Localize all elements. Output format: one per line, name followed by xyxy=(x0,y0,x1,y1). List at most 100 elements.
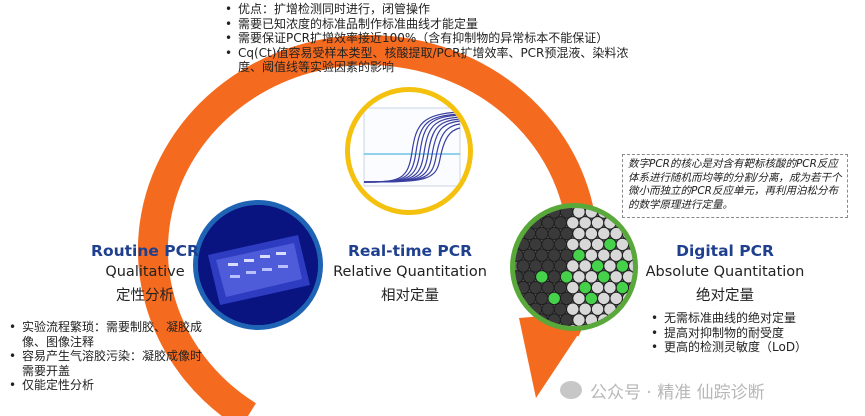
droplet xyxy=(590,216,605,230)
positive-droplet xyxy=(590,259,605,273)
droplet xyxy=(603,216,617,230)
droplet xyxy=(541,259,555,273)
droplet xyxy=(553,237,568,252)
droplet xyxy=(621,248,633,262)
droplet xyxy=(609,291,623,306)
droplet xyxy=(528,259,543,273)
droplet xyxy=(547,248,561,262)
positive-droplet xyxy=(535,270,549,284)
droplet xyxy=(559,248,574,262)
digital-note: 提高对抑制物的耐受度 xyxy=(648,326,858,341)
realtime-note: 需要已知浓度的标准品制作标准曲线才能定量 xyxy=(222,17,642,32)
droplet xyxy=(559,313,574,326)
routine-note: 容易产生气溶胶污染：凝胶成像时需要开盖 xyxy=(6,349,210,378)
droplet xyxy=(578,237,592,252)
arrow-head xyxy=(519,312,593,398)
positive-droplet xyxy=(597,270,611,284)
realtime-pcr-title: Real-time PCR xyxy=(347,242,473,260)
droplet xyxy=(566,280,580,295)
droplet xyxy=(553,259,568,273)
droplet xyxy=(584,270,599,284)
positive-droplet xyxy=(559,270,574,284)
droplet xyxy=(584,226,599,241)
realtime-notes-list: 优点：扩增检测同时进行，闭管操作 需要已知浓度的标准品制作标准曲线才能定量 需要… xyxy=(222,2,642,75)
droplet xyxy=(541,216,555,230)
routine-notes-list: 实验流程繁琐：需要制胶、凝胶成像、图像注释 容易产生气溶胶污染：凝胶成像时需要开… xyxy=(6,320,210,393)
realtime-note: 需要保证PCR扩增效率接近100%（含有抑制物的异常标本不能保证） xyxy=(222,31,642,46)
gel-electrophoresis-icon xyxy=(198,205,318,325)
droplet xyxy=(547,270,561,284)
droplet xyxy=(584,313,599,326)
droplet xyxy=(566,259,580,273)
droplet xyxy=(609,270,623,284)
watermark: 公众号 · 精准 仙踪诊断 xyxy=(560,370,860,410)
positive-droplet xyxy=(603,237,617,252)
droplet xyxy=(578,216,592,230)
droplet xyxy=(516,259,530,273)
droplet xyxy=(553,302,568,316)
droplet xyxy=(603,302,617,316)
droplet xyxy=(572,270,586,284)
droplet xyxy=(572,313,586,326)
droplet xyxy=(516,237,530,252)
droplet xyxy=(584,248,599,262)
droplet xyxy=(522,248,537,262)
droplet xyxy=(528,280,543,295)
droplet xyxy=(553,280,568,295)
digital-pcr-title: Digital PCR xyxy=(676,242,774,260)
droplet xyxy=(603,280,617,295)
droplet xyxy=(541,280,555,295)
positive-droplet xyxy=(615,259,630,273)
digital-note: 无需标准曲线的绝对定量 xyxy=(648,311,858,326)
droplet-array-icon xyxy=(515,208,633,326)
droplet xyxy=(522,291,537,306)
amplification-curve-icon xyxy=(363,107,461,187)
positive-droplet xyxy=(547,291,561,306)
droplet xyxy=(568,324,578,326)
droplet xyxy=(628,259,633,273)
droplet xyxy=(572,291,586,306)
droplet xyxy=(609,226,623,241)
droplet xyxy=(566,302,580,316)
droplet xyxy=(528,216,543,230)
droplet xyxy=(553,216,568,230)
routine-pcr-image xyxy=(193,200,323,330)
droplet xyxy=(535,248,549,262)
digital-pcr-description: 数字PCR的核心是对含有靶标核酸的PCR反应体系进行随机而均等的分割/分离，成为… xyxy=(622,154,848,218)
realtime-pcr-subtitle: Relative Quantitation xyxy=(333,264,487,280)
droplet xyxy=(603,259,617,273)
digital-pcr-subtitle: Absolute Quantitation xyxy=(645,264,805,280)
droplet xyxy=(528,237,543,252)
realtime-note: 优点：扩增检测同时进行，闭管操作 xyxy=(222,2,642,17)
positive-droplet xyxy=(615,280,630,295)
droplet xyxy=(559,291,574,306)
droplet xyxy=(590,302,605,316)
droplet xyxy=(597,248,611,262)
droplet xyxy=(559,226,574,241)
droplet xyxy=(566,237,580,252)
droplet xyxy=(541,302,555,316)
positive-droplet xyxy=(572,248,586,262)
digital-note: 更高的检测灵敏度（LoD） xyxy=(648,340,858,355)
droplet xyxy=(535,291,549,306)
watermark-text: 公众号 · 精准 仙踪诊断 xyxy=(590,382,765,403)
digital-notes-list: 无需标准曲线的绝对定量 提高对抑制物的耐受度 更高的检测灵敏度（LoD） xyxy=(648,311,858,355)
droplet xyxy=(590,280,605,295)
digital-pcr-subtitle-cn: 绝对定量 xyxy=(696,288,754,304)
droplet xyxy=(541,237,555,252)
droplet xyxy=(572,226,586,241)
droplet xyxy=(609,248,623,262)
routine-note: 仅能定性分析 xyxy=(6,378,210,393)
droplet xyxy=(597,291,611,306)
droplet xyxy=(621,270,633,284)
droplet xyxy=(615,237,630,252)
droplet xyxy=(535,226,549,241)
droplet xyxy=(522,226,537,241)
droplet xyxy=(566,216,580,230)
droplet xyxy=(516,280,530,295)
routine-pcr-subtitle-cn: 定性分析 xyxy=(116,288,174,304)
droplet xyxy=(578,302,592,316)
digital-pcr-image xyxy=(510,203,638,331)
realtime-pcr-subtitle-cn: 相对定量 xyxy=(381,288,439,304)
wechat-icon xyxy=(560,381,582,399)
